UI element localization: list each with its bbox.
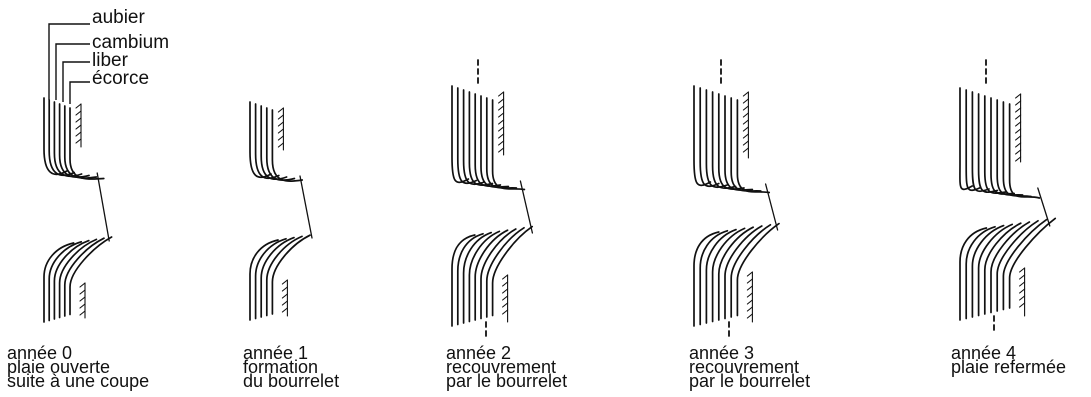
growth-ring-upper (458, 88, 477, 183)
growth-ring-lower (70, 237, 112, 315)
leader-ecorce (70, 82, 90, 104)
wound-edge (766, 184, 778, 230)
pith-marker (478, 60, 486, 336)
legend-ecorce: écorce (92, 69, 149, 88)
stage-1-caption: année 1 formation du bourrelet (243, 346, 339, 388)
growth-ring-upper (713, 92, 736, 188)
stage-4-caption: année 4 plaie refermée (951, 346, 1066, 374)
growth-ring-upper (972, 92, 989, 191)
wound-edge (520, 181, 532, 233)
wound-edge (97, 173, 109, 241)
stage-2-caption: année 2 recouvrement par le bourrelet (446, 346, 567, 388)
growth-ring-upper (731, 98, 761, 191)
stage-3-sketch (694, 60, 779, 336)
growth-ring-upper (272, 110, 302, 181)
leader-cambium (56, 44, 90, 100)
bark-hatching (499, 92, 508, 322)
wound-edge (300, 176, 312, 238)
growth-ring-upper (452, 86, 468, 182)
growth-ring-upper (1010, 104, 1040, 198)
growth-ring-lower (719, 227, 753, 320)
stage-1-sketch (250, 102, 312, 320)
legend-leader-lines (49, 24, 90, 104)
legend-aubier: aubier (92, 8, 145, 27)
growth-ring-upper (979, 94, 998, 192)
growth-ring-upper (493, 100, 525, 190)
growth-ring-upper (481, 96, 508, 187)
pith-marker (986, 60, 994, 330)
stage-0-caption: année 0 plaie ouverte suite à une coupe (7, 346, 149, 388)
growth-ring-upper (706, 90, 727, 187)
growth-ring-upper (70, 108, 104, 179)
growth-ring-upper (737, 100, 769, 193)
stage-2-sketch (452, 60, 532, 336)
growth-ring-upper (267, 108, 295, 180)
bark-hatching (76, 104, 85, 318)
bark-hatching (1016, 94, 1025, 316)
growth-ring-upper (694, 86, 710, 185)
stage-3-caption: année 3 recouvrement par le bourrelet (689, 346, 810, 388)
growth-ring-upper (475, 94, 500, 186)
stage-4-sketch (960, 60, 1055, 330)
growth-ring-lower (737, 224, 779, 316)
growth-ring-upper (1003, 102, 1031, 197)
bark-hatching (278, 108, 287, 316)
stage-0-sketch (44, 98, 112, 322)
growth-ring-upper (700, 88, 719, 186)
bark-hatching (743, 92, 752, 322)
growth-ring-lower (493, 227, 533, 316)
wound-edge (1038, 188, 1050, 226)
